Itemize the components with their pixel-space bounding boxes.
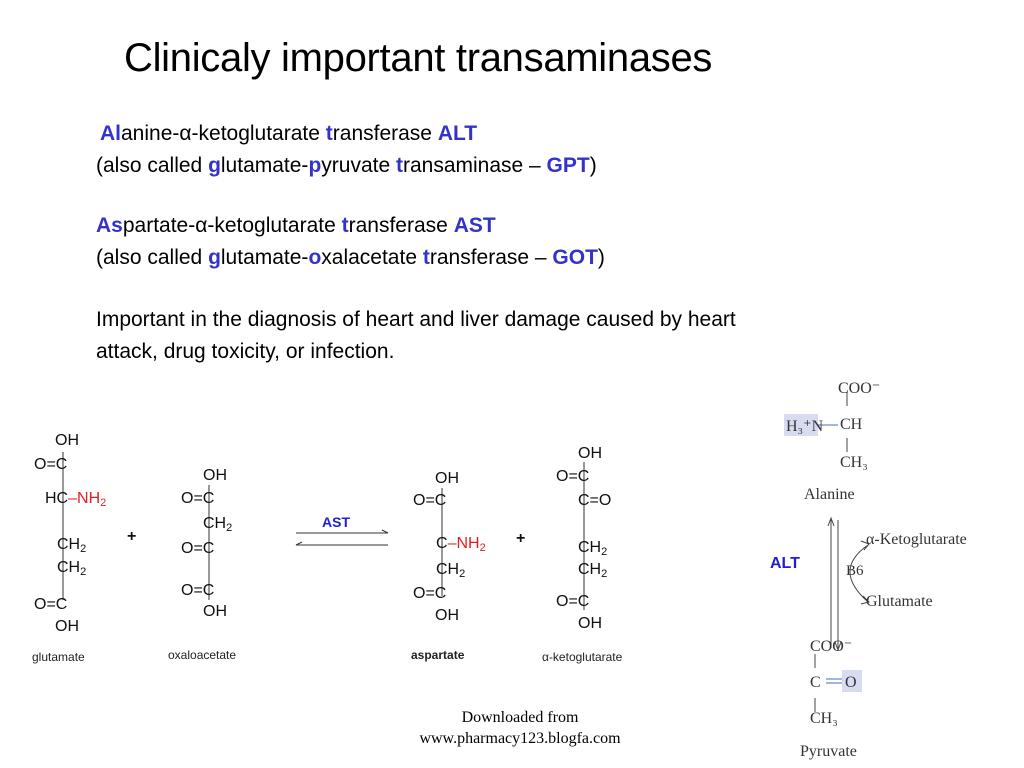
ast-enzyme-label: AST — [322, 514, 350, 530]
alanine-methyl: CH₃ — [840, 454, 868, 471]
importance-line-2: attack, drug toxicity, or infection. — [96, 340, 395, 363]
oxaloacetate-ch2: CH2 — [203, 515, 233, 534]
aspartate-carbonyl-bottom: O=C — [413, 585, 447, 602]
glutamate-ch2-2: CH2 — [57, 559, 87, 578]
glutamate-oh-top: OH — [55, 432, 79, 449]
oxaloacetate-oh-top: OH — [203, 467, 227, 484]
alanine-label: Alanine — [804, 486, 855, 503]
aspartate-alpha-carbon: C–NH2 — [436, 535, 486, 554]
akg-carbonyl-bottom: O=C — [556, 593, 590, 610]
aspartate-oh-bottom: OH — [435, 607, 459, 624]
ast-full-name: Aspartate-α-ketoglutarate transferase AS… — [96, 214, 496, 237]
glutamate-ch2-1: CH2 — [57, 536, 87, 555]
ast-alias: (also called glutamate-oxalacetate trans… — [96, 246, 605, 269]
pyruvate-label: Pyruvate — [800, 743, 857, 760]
aspartate-ch2: CH2 — [436, 561, 466, 580]
aspartate-oh-top: OH — [435, 470, 459, 487]
oxaloacetate-label: oxaloacetate — [168, 648, 237, 662]
oxaloacetate-carbonyl-2: O=C — [181, 540, 215, 557]
slide-title: Clinicaly important transaminases — [124, 36, 713, 80]
akg-ch2-2: CH2 — [578, 561, 608, 580]
pyruvate-carbon: C — [810, 674, 821, 691]
aspartate-label: aspartate — [411, 648, 465, 662]
akg-oh-top: OH — [578, 445, 602, 462]
alt-enzyme-label: ALT — [770, 555, 800, 572]
akg-oh-bottom: OH — [578, 615, 602, 632]
alanine-carboxylate: COO⁻ — [838, 380, 881, 397]
footer-source: Downloaded from www.pharmacy123.blogfa.c… — [419, 709, 621, 747]
glutamate-oh-bottom: OH — [55, 618, 79, 635]
alt-full-name: Alanine-α-ketoglutarate transferase ALT — [100, 122, 478, 145]
alt-cofactor-label: B6 — [846, 563, 864, 579]
glutamate-carbonyl-top: O=C — [34, 456, 68, 473]
alt-reaction-diagram — [784, 392, 870, 712]
glutamate-label: glutamate — [32, 650, 85, 664]
akg-ch2-1: CH2 — [578, 539, 608, 558]
akg-label: α-ketoglutarate — [542, 650, 623, 664]
pyruvate-carboxylate: COO⁻ — [810, 638, 853, 655]
importance-line-1: Important in the diagnosis of heart and … — [96, 308, 736, 331]
alt-cosubstrate-label: α-Ketoglutarate — [866, 531, 967, 548]
alanine-amine: H₃⁺N — [786, 418, 824, 435]
plus-sign-1: + — [127, 528, 137, 545]
ast-reaction-diagram — [62, 452, 585, 610]
pyruvate-keto-oxygen: O — [845, 674, 857, 691]
glutamate-carbonyl-bottom: O=C — [34, 596, 68, 613]
glutamate-alpha-carbon: HC–NH2 — [45, 490, 107, 509]
alt-coproduct-label: Glutamate — [866, 593, 933, 610]
oxaloacetate-oh-bottom: OH — [203, 603, 227, 620]
aspartate-carbonyl-top: O=C — [413, 492, 447, 509]
alt-alias: (also called glutamate-pyruvate transami… — [96, 154, 597, 177]
plus-sign-2: + — [516, 530, 526, 547]
pyruvate-methyl: CH₃ — [810, 710, 838, 727]
akg-carbonyl-top: O=C — [556, 468, 590, 485]
oxaloacetate-carbonyl-3: O=C — [181, 582, 215, 599]
oxaloacetate-carbonyl-1: O=C — [181, 490, 215, 507]
alanine-ch: CH — [840, 416, 863, 433]
akg-keto: C=O — [578, 492, 612, 509]
